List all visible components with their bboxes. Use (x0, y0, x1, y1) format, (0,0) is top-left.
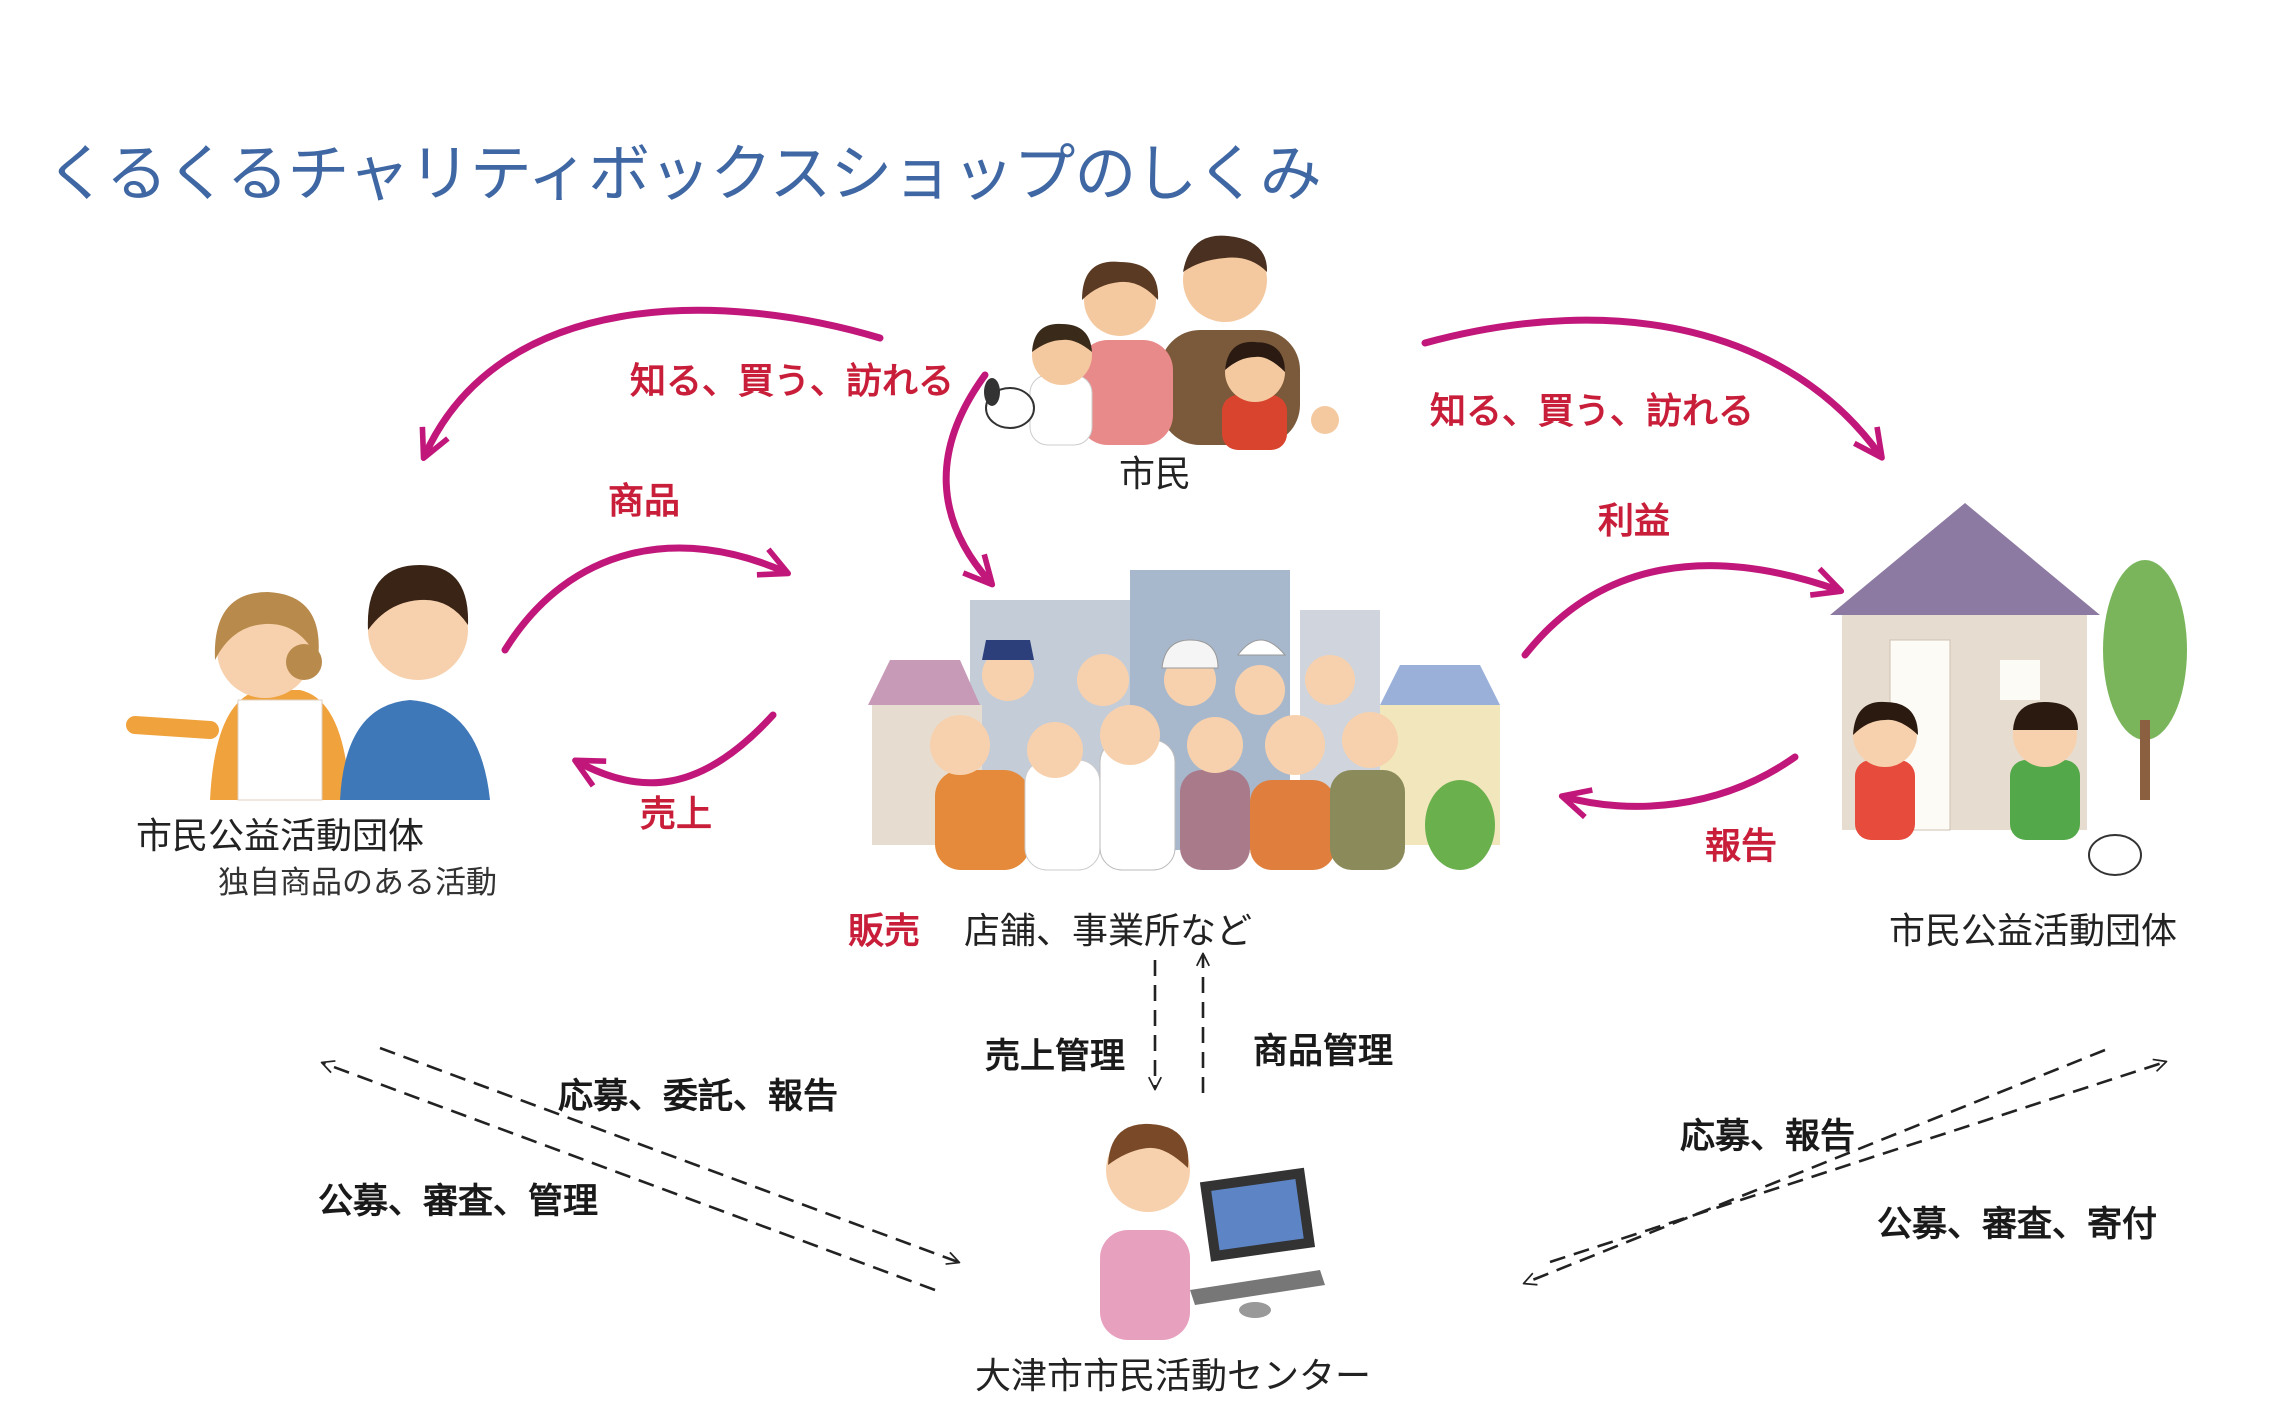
label-know-buy-visit-left: 知る、買う、訪れる (630, 361, 954, 402)
left-group-illustration (126, 565, 490, 801)
stores-illustration (868, 570, 1500, 871)
arrow-sales (572, 711, 777, 788)
arrow-center-to-left (320, 1060, 936, 1292)
arrow-citizens-to-right-group (1421, 316, 1885, 461)
arrow-profit (1521, 562, 1845, 659)
label-know-buy-visit-right: 知る、買う、訪れる (1430, 391, 1754, 432)
arrow-right-to-center (1522, 1048, 2106, 1286)
activity-center-illustration (1100, 1123, 1325, 1340)
flow-arrows (419, 306, 1885, 820)
citizens-family-illustration (984, 235, 1339, 450)
arrow-citizens-to-stores (942, 371, 996, 588)
right-group-label: 市民公益活動団体 (1889, 911, 2177, 952)
label-apply-report: 応募、報告 (1680, 1117, 1855, 1157)
dashed-arrows (320, 952, 2168, 1292)
label-report: 報告 (1705, 826, 1777, 867)
arrow-left-to-center (379, 1046, 961, 1265)
arrow-products (501, 544, 791, 654)
arrow-citizens-to-left-group (419, 306, 884, 461)
label-profit: 利益 (1598, 501, 1670, 542)
right-group-illustration (1830, 503, 2187, 876)
label-sales: 売上 (640, 794, 712, 835)
label-products: 商品 (608, 481, 680, 522)
arrow-center-to-right (1549, 1058, 2168, 1264)
stores-sales-tag: 販売 (848, 911, 920, 952)
label-sales-mgmt: 売上管理 (985, 1037, 1125, 1077)
left-group-sublabel: 独自商品のある活動 (218, 865, 497, 901)
label-recruit-review-donate: 公募、審査、寄付 (1877, 1205, 2157, 1245)
left-group-label: 市民公益活動団体 (136, 816, 424, 857)
label-product-mgmt: 商品管理 (1253, 1032, 1393, 1072)
arrow-report (1558, 753, 1799, 820)
activity-center-label: 大津市市民活動センター (975, 1356, 1371, 1397)
diagram-title: くるくるチャリティボックスショップのしくみ (46, 137, 1321, 210)
stores-label: 店舗、事業所など (964, 911, 1252, 952)
citizens-label: 市民 (1119, 454, 1191, 495)
label-recruit-review-manage: 公募、審査、管理 (318, 1182, 598, 1222)
label-apply-consign-report: 応募、委託、報告 (558, 1077, 838, 1117)
